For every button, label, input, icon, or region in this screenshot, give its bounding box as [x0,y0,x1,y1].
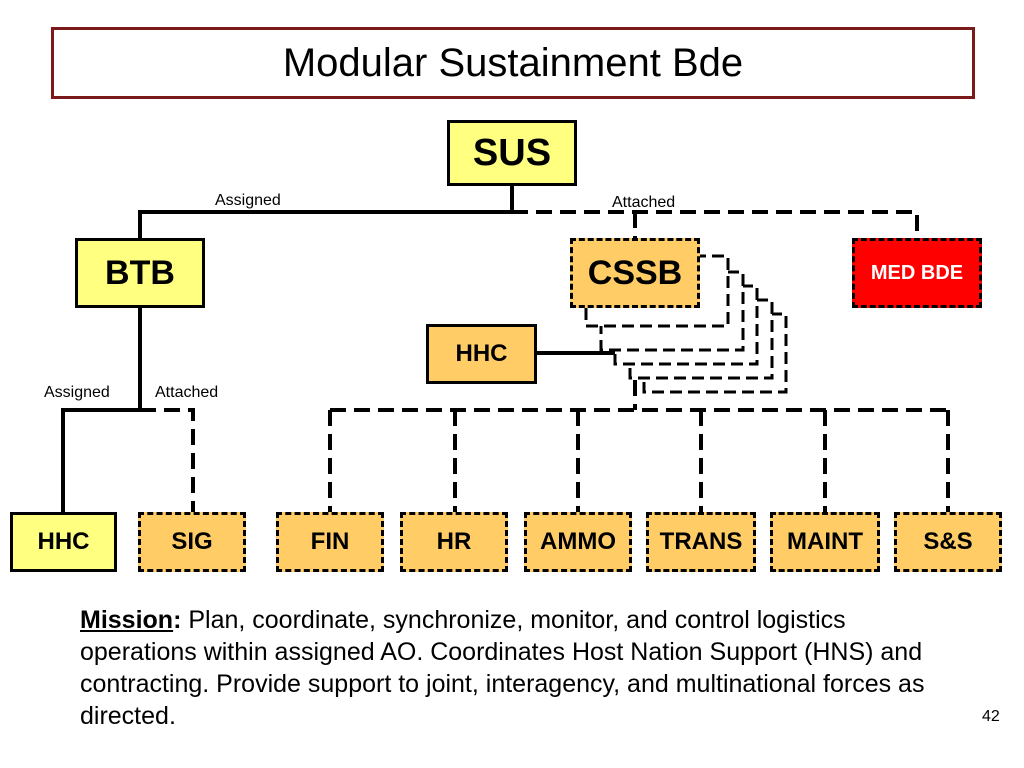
node-sig-label: SIG [171,528,213,555]
node-cssb: CSSB [570,238,700,308]
node-btb: BTB [75,238,205,308]
node-btb-hhc: HHC [10,512,117,572]
line-btb-hhc [61,308,142,512]
node-maint-label: MAINT [787,528,863,555]
node-hr: HR [400,512,508,572]
node-btb-label: BTB [105,253,175,292]
node-sus-label: SUS [472,131,552,174]
line-btb-sig [140,408,195,512]
mission-statement: Mission: Plan, coordinate, synchronize, … [80,604,930,732]
node-ss: S&S [894,512,1002,572]
node-maint: MAINT [770,512,880,572]
node-cssb-hhc: HHC [426,324,537,384]
label-btb-assigned: Assigned [44,384,110,401]
node-trans: TRANS [646,512,756,572]
mission-colon: : [173,606,182,634]
node-sus: SUS [447,120,577,186]
mission-text: Plan, coordinate, synchronize, monitor, … [80,606,925,730]
node-ammo-label: AMMO [540,528,616,555]
page-number: 42 [982,708,1000,725]
slide-title: Modular Sustainment Bde [282,40,744,85]
node-med-bde-label: MED BDE [870,261,964,284]
node-btb-hhc-label: HHC [37,528,90,555]
node-ss-label: S&S [923,528,973,555]
node-fin: FIN [276,512,384,572]
node-hr-label: HR [436,528,472,555]
node-cssb-label: CSSB [587,253,683,292]
node-fin-label: FIN [310,528,350,555]
node-trans-label: TRANS [659,528,743,555]
node-med-bde: MED BDE [852,238,982,308]
node-ammo: AMMO [524,512,632,572]
label-btb-attached: Attached [155,384,219,401]
node-cssb-hhc-label: HHC [455,340,508,367]
mission-label: Mission [80,606,174,634]
line-sus-cssb-med [512,210,919,240]
line-sus-btb [138,186,514,240]
label-top-attached: Attached [612,194,676,211]
title-box: Modular Sustainment Bde [51,27,975,99]
node-sig: SIG [138,512,246,572]
label-top-assigned: Assigned [215,192,281,209]
